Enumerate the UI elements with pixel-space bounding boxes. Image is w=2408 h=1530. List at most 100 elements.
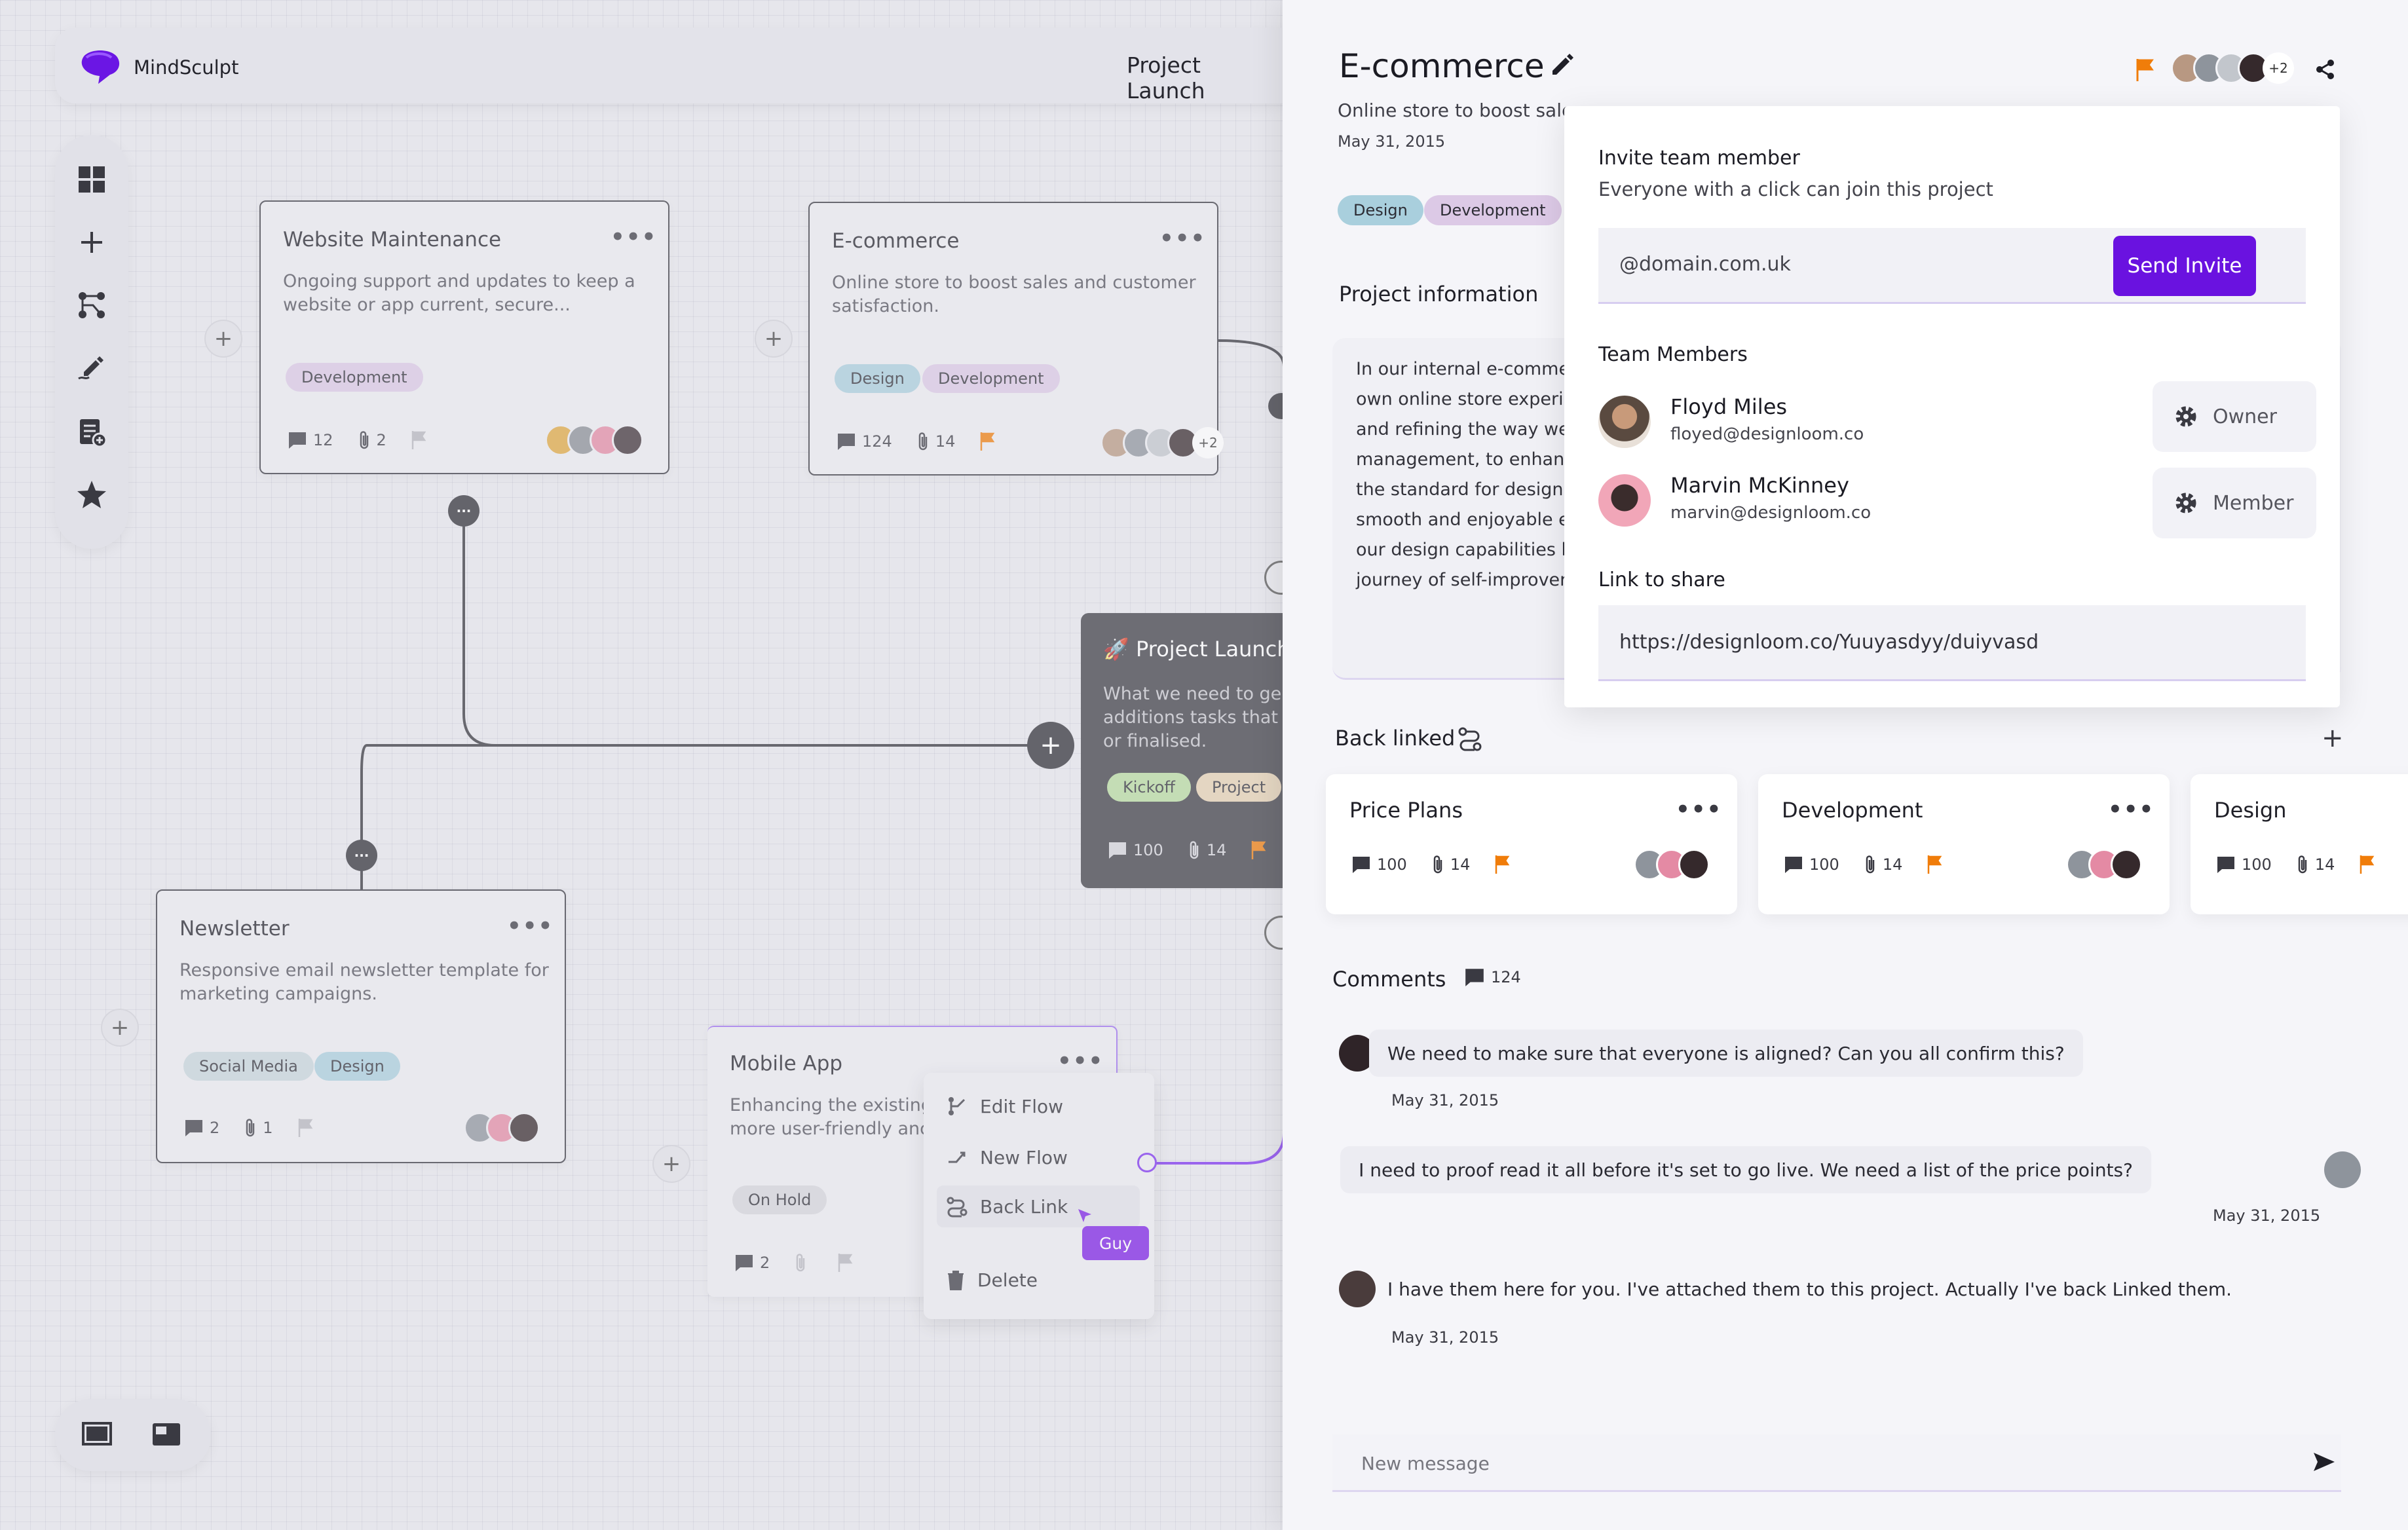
- left-toolbar: [55, 135, 128, 549]
- paperclip-icon: [916, 431, 930, 452]
- info-line: the standard for design: [1356, 479, 1564, 500]
- flag-icon[interactable]: [837, 1252, 855, 1273]
- project-title[interactable]: Project Launch: [1127, 52, 1205, 103]
- add-node-button[interactable]: +: [652, 1145, 690, 1183]
- panel-member-avatars[interactable]: +2: [2171, 52, 2294, 84]
- back-link-icon: [1457, 726, 1483, 752]
- card-newsletter[interactable]: Newsletter ••• Responsive email newslett…: [156, 889, 566, 1163]
- menu-label: Delete: [977, 1269, 1038, 1291]
- back-linked-card-design[interactable]: Design 100 14: [2191, 774, 2408, 914]
- star-icon[interactable]: [75, 478, 109, 512]
- member-avatars[interactable]: [1634, 849, 1710, 880]
- panel-title: E-commerce: [1339, 47, 1545, 85]
- more-options-icon[interactable]: •••: [2108, 796, 2155, 823]
- card-project-launch[interactable]: 🚀 Project Launch What we need to ge addi…: [1081, 613, 1284, 888]
- tag-design[interactable]: Design: [835, 364, 920, 393]
- flag-icon[interactable]: [979, 431, 997, 452]
- connector-options-icon[interactable]: ···: [346, 840, 377, 871]
- card-title: Website Maintenance: [283, 228, 502, 252]
- menu-item-delete[interactable]: Delete: [946, 1269, 1038, 1291]
- member-avatars[interactable]: +2: [1101, 427, 1224, 458]
- comment-count: 100: [2242, 855, 2272, 874]
- card-title: Design: [2214, 798, 2287, 823]
- flag-icon[interactable]: [1926, 854, 1944, 875]
- draw-icon[interactable]: [75, 350, 109, 384]
- add-node-button[interactable]: +: [101, 1009, 139, 1047]
- card-description: Ongoing support and updates to keep a we…: [283, 270, 635, 317]
- flag-icon[interactable]: [1250, 840, 1268, 861]
- connector-handle[interactable]: [1137, 1153, 1157, 1172]
- tag-development[interactable]: Development: [1424, 195, 1562, 225]
- tag-design[interactable]: Design: [1338, 195, 1423, 225]
- role-member-button[interactable]: Member: [2153, 468, 2316, 538]
- card-website-maintenance[interactable]: Website Maintenance ••• Ongoing support …: [259, 200, 669, 474]
- flag-icon[interactable]: [2358, 854, 2377, 875]
- split-view-icon[interactable]: [151, 1421, 182, 1449]
- tag-social-media[interactable]: Social Media: [183, 1052, 314, 1081]
- member-avatars[interactable]: [2066, 849, 2142, 880]
- add-node-button[interactable]: +: [204, 320, 242, 358]
- member-avatars[interactable]: [464, 1112, 540, 1144]
- connector-options-icon[interactable]: ···: [448, 495, 480, 527]
- comment-count: 100: [1809, 855, 1839, 874]
- brand[interactable]: MindSculpt: [77, 48, 238, 86]
- window-view-icon[interactable]: [81, 1421, 113, 1449]
- avatar: [508, 1112, 540, 1144]
- flag-icon[interactable]: [297, 1117, 315, 1138]
- flag-icon[interactable]: [410, 430, 428, 451]
- card-title: Price Plans: [1349, 798, 1463, 823]
- more-options-icon[interactable]: •••: [1676, 796, 1723, 823]
- card-meta: 100 14: [1107, 840, 1273, 861]
- share-link-field[interactable]: https://designloom.co/Yuuyasdyy/duiyvasd: [1598, 605, 2306, 681]
- flag-icon[interactable]: [1494, 854, 1512, 875]
- menu-item-new-flow[interactable]: New Flow: [946, 1146, 1068, 1168]
- tag-design[interactable]: Design: [314, 1052, 400, 1081]
- avatar: [1598, 396, 1651, 448]
- back-linked-card-price-plans[interactable]: Price Plans ••• 100 14: [1326, 774, 1737, 914]
- attachment-count: 14: [935, 432, 956, 451]
- flow-canvas[interactable]: Website Maintenance ••• Ongoing support …: [0, 0, 1284, 1530]
- send-invite-button[interactable]: Send Invite: [2113, 236, 2256, 296]
- card-ecommerce[interactable]: E-commerce ••• Online store to boost sal…: [808, 202, 1224, 476]
- add-note-icon[interactable]: [75, 415, 109, 449]
- attachment-count: 14: [1206, 841, 1227, 859]
- tag-project[interactable]: Project: [1196, 773, 1282, 802]
- new-message-field[interactable]: New message: [1332, 1434, 2341, 1492]
- role-owner-button[interactable]: Owner: [2153, 381, 2316, 452]
- member-avatars[interactable]: [545, 424, 643, 456]
- app-name: MindSculpt: [134, 56, 239, 79]
- avatar: [2238, 52, 2269, 84]
- card-title: Newsletter: [179, 917, 290, 941]
- card-description: Enhancing the existing more user-friendl…: [730, 1094, 932, 1141]
- flag-icon[interactable]: [2134, 58, 2156, 83]
- new-flow-icon: [946, 1146, 968, 1168]
- avatar-more[interactable]: +2: [1192, 427, 1224, 458]
- panel-subtitle: Online store to boost sales: [1338, 100, 1583, 121]
- attachment-count: 1: [263, 1119, 273, 1137]
- tag-development[interactable]: Development: [922, 364, 1060, 393]
- add-branch-button[interactable]: +: [1027, 722, 1074, 769]
- flow-icon[interactable]: [75, 288, 109, 322]
- menu-label: Edit Flow: [980, 1095, 1064, 1117]
- pencil-icon[interactable]: [1549, 51, 1575, 77]
- avatar-more[interactable]: +2: [2263, 52, 2294, 84]
- menu-item-back-link[interactable]: Back Link: [937, 1185, 1140, 1227]
- comment-bubble: We need to make sure that everyone is al…: [1369, 1030, 2083, 1077]
- tag-on-hold[interactable]: On Hold: [732, 1185, 827, 1214]
- grid-view-icon[interactable]: [75, 162, 109, 196]
- card-title-text: Project Launch: [1136, 637, 1284, 662]
- add-icon[interactable]: [75, 225, 109, 259]
- back-linked-card-development[interactable]: Development ••• 100 14: [1758, 774, 2170, 914]
- add-back-link-button[interactable]: +: [2322, 723, 2344, 753]
- comment-count: 100: [1377, 855, 1407, 874]
- card-title: E-commerce: [832, 229, 960, 253]
- send-icon[interactable]: [2311, 1449, 2337, 1475]
- share-icon[interactable]: [2314, 58, 2337, 81]
- add-node-button[interactable]: +: [755, 320, 793, 358]
- tag-kickoff[interactable]: Kickoff: [1107, 773, 1191, 802]
- avatar: [1678, 849, 1710, 880]
- avatar: [612, 424, 643, 456]
- paperclip-icon: [1431, 854, 1445, 875]
- menu-item-edit-flow[interactable]: Edit Flow: [946, 1095, 1063, 1117]
- tag-development[interactable]: Development: [286, 363, 423, 392]
